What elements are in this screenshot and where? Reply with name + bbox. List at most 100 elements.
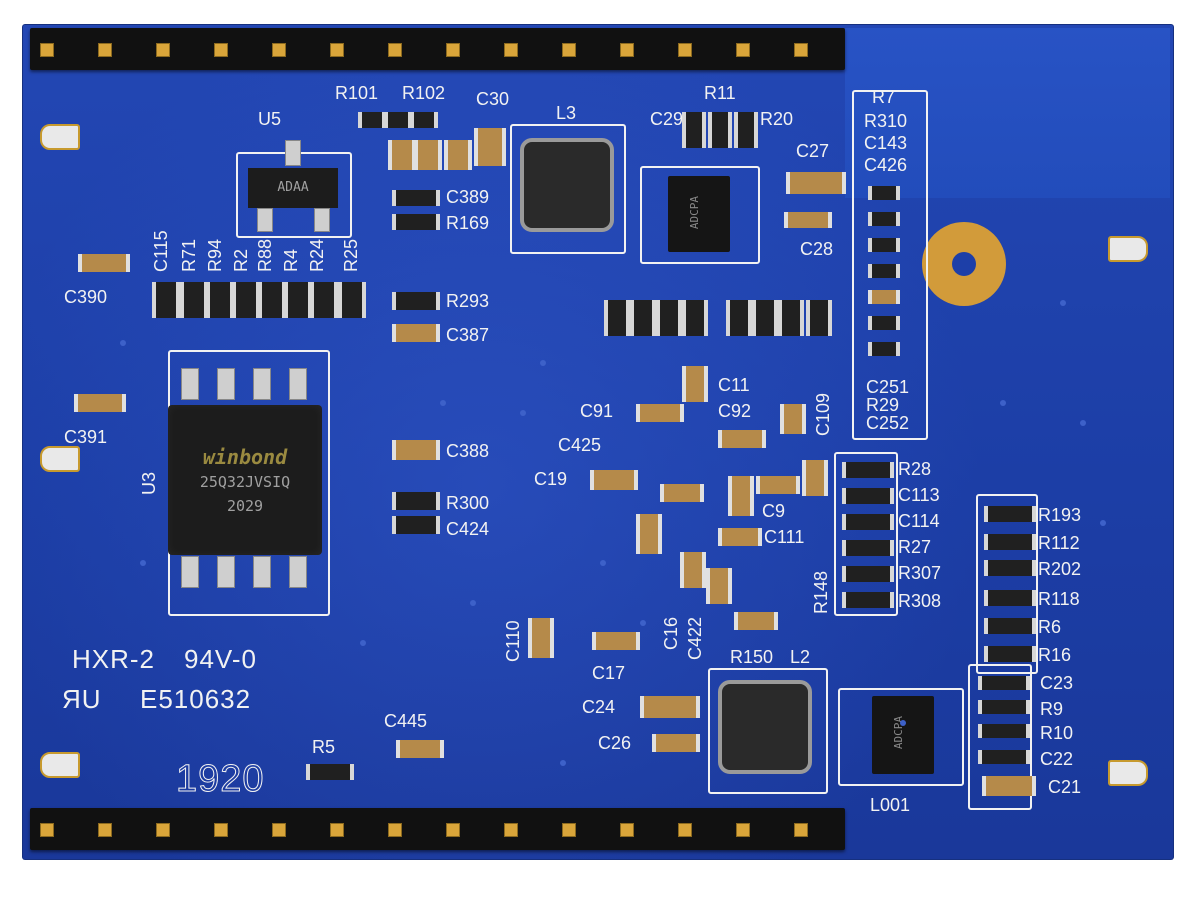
r28-label: R28	[898, 459, 932, 479]
resistor	[338, 282, 366, 318]
c426-label: C426	[864, 155, 908, 175]
via	[900, 720, 906, 726]
c111-label: C111	[764, 527, 805, 547]
resistor	[392, 214, 440, 230]
r7-label: R7	[872, 87, 896, 107]
c425-label: C425	[558, 435, 602, 455]
u5-leg	[285, 140, 301, 166]
header-pin	[272, 43, 286, 57]
left-pad-2	[40, 446, 80, 472]
header-pin	[446, 823, 460, 837]
capacitor	[718, 430, 766, 448]
c22-label: C22	[1040, 749, 1074, 769]
r193-label: R193	[1038, 505, 1082, 525]
header-pin	[98, 823, 112, 837]
via	[360, 640, 366, 646]
capacitor	[590, 470, 638, 490]
resistor	[984, 590, 1036, 606]
inductor-l3	[520, 138, 614, 232]
dcdc1-marking: ADCPA	[688, 195, 702, 230]
top-pin-header	[30, 28, 845, 70]
c92-label: C92	[718, 401, 752, 421]
u3-leg	[217, 368, 235, 400]
c23-column-outline	[968, 664, 1032, 810]
r169-label: R169	[446, 213, 490, 233]
resistor	[842, 514, 894, 530]
header-pin	[214, 823, 228, 837]
dcdc1-chip: ADCPA	[668, 176, 730, 252]
mounting-hole	[922, 222, 1006, 306]
date-code: 1920	[176, 758, 265, 800]
via	[1000, 400, 1006, 406]
r28-column-outline	[834, 452, 898, 616]
resistor	[384, 112, 412, 128]
via	[440, 400, 446, 406]
resistor	[868, 186, 900, 200]
r310-label: R310	[864, 111, 908, 131]
capacitor	[680, 552, 706, 588]
u3-label: U3	[139, 471, 159, 495]
antenna-area	[845, 28, 1170, 198]
dcdc2-outline	[838, 688, 964, 786]
capacitor	[756, 476, 800, 494]
resistor	[392, 190, 440, 206]
capacitor	[706, 568, 732, 604]
right-pad-2	[1108, 760, 1148, 786]
ul-number: E510632	[140, 684, 252, 714]
resistor	[978, 724, 1030, 738]
u5-leg	[314, 208, 330, 232]
r5-label: R5	[312, 737, 336, 757]
capacitor	[78, 254, 130, 272]
r20-label: R20	[760, 109, 794, 129]
resistor	[682, 300, 708, 336]
board-flammability: 94V-0	[184, 644, 257, 674]
capacitor	[388, 140, 416, 170]
c114-label: C114	[898, 511, 940, 531]
r94-label: R94	[205, 238, 225, 272]
resistor	[734, 112, 758, 148]
c252-label: C252	[866, 413, 910, 433]
header-pin	[562, 823, 576, 837]
r112-label: R112	[1038, 533, 1080, 553]
capacitor	[652, 734, 700, 752]
c422-label: C422	[685, 616, 705, 660]
capacitor	[636, 514, 662, 554]
resistor	[682, 112, 706, 148]
capacitor	[780, 404, 806, 434]
c115-label: C115	[151, 230, 171, 272]
header-pin	[794, 823, 808, 837]
c109-label: C109	[813, 392, 833, 436]
r118-label: R118	[1038, 589, 1080, 609]
header-pin	[562, 43, 576, 57]
capacitor	[74, 394, 126, 412]
resistor	[978, 750, 1030, 764]
c19-label: C19	[534, 469, 568, 489]
ldo-marking: ADAA	[277, 180, 309, 195]
header-pin	[98, 43, 112, 57]
l2-outline	[708, 668, 828, 794]
r102-label: R102	[402, 83, 446, 103]
capacitor	[396, 740, 444, 758]
via	[120, 340, 126, 346]
header-pin	[40, 823, 54, 837]
capacitor	[528, 618, 554, 658]
capacitor	[784, 212, 832, 228]
capacitor	[728, 476, 754, 516]
u3-leg	[253, 368, 271, 400]
c26-label: C26	[598, 733, 632, 753]
header-pin	[678, 823, 692, 837]
flash-brand: winbond	[202, 445, 288, 469]
resistor	[778, 300, 804, 336]
c16-label: C16	[661, 616, 681, 650]
resistor	[752, 300, 778, 336]
r71-label: R71	[179, 238, 199, 272]
r24-label: R24	[307, 238, 327, 272]
r88-label: R88	[255, 238, 275, 272]
capacitor	[414, 140, 442, 170]
r193-column-outline	[976, 494, 1038, 674]
capacitor	[392, 440, 440, 460]
resistor	[984, 506, 1036, 522]
r308-label: R308	[898, 591, 942, 611]
capacitor	[982, 776, 1036, 796]
header-pin	[794, 43, 808, 57]
